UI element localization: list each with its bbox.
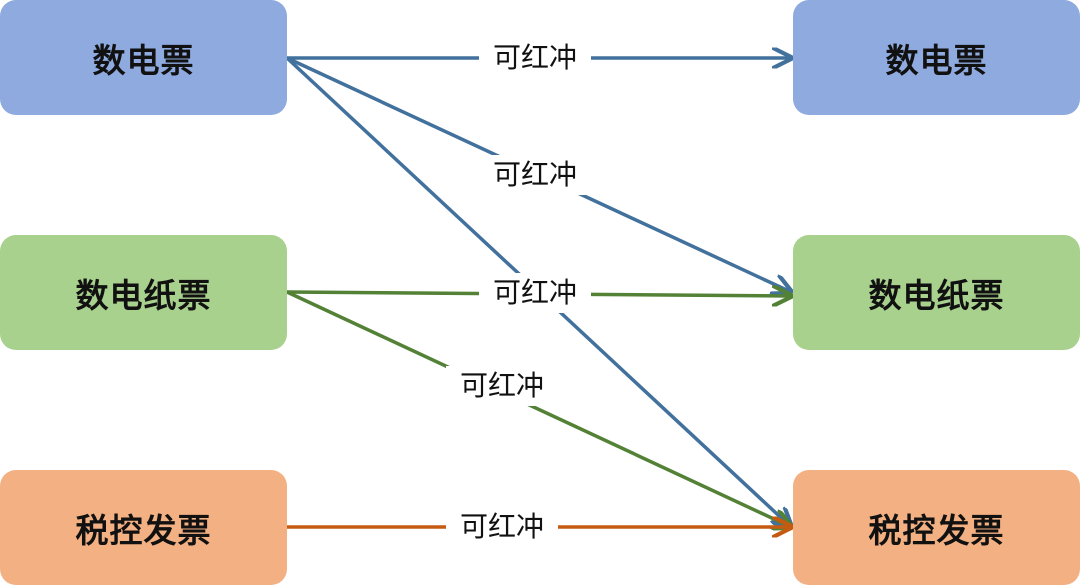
edge-label-t3-t3: 可红冲 [446,507,559,547]
edge-label-e1-p2: 可红冲 [479,155,592,195]
node-right-taxcontrol-invoice: 税控发票 [793,470,1080,585]
edge-label-p2-t3: 可红冲 [446,366,559,406]
edge-label-p2-p2: 可红冲 [479,273,592,313]
node-left-e-paper-invoice: 数电纸票 [0,235,287,350]
edge-label-e1-e1: 可红冲 [479,38,592,78]
node-left-taxcontrol-invoice: 税控发票 [0,470,287,585]
edge-p2-t3 [286,290,791,527]
node-right-e-invoice: 数电票 [793,0,1080,115]
node-left-e-invoice: 数电票 [0,0,287,115]
node-right-e-paper-invoice: 数电纸票 [793,235,1080,350]
